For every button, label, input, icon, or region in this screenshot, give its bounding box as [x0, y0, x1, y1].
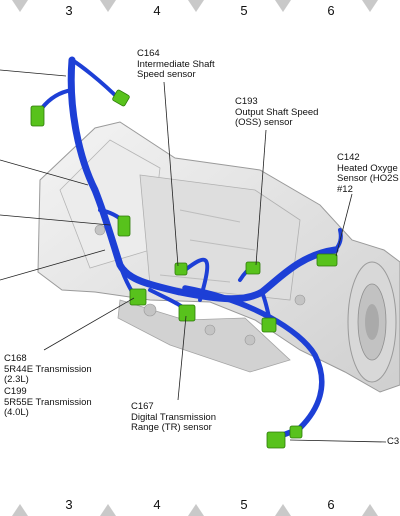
grid-markers-bottom: [12, 504, 378, 516]
grid-col-4-bottom: 4: [153, 497, 161, 512]
connector-c167: [178, 304, 196, 322]
callout-c193-line1: Output Shaft Speed: [235, 106, 319, 118]
callout-c3: C3: [387, 436, 400, 448]
connector-mid-left: [117, 215, 131, 237]
callout-c167-line1: Digital Transmission: [131, 411, 216, 423]
grid-col-6-bottom: 6: [327, 497, 335, 512]
callout-c193-line2: (OSS) sensor: [235, 117, 293, 128]
callout-c199-line1: 5R55E Transmission: [4, 396, 92, 408]
callout-c3-code: C3: [387, 436, 400, 447]
connector-c168-c199: [129, 288, 147, 306]
callout-c199-line2: (4.0L): [4, 407, 29, 418]
callout-c142: C142 Heated Oxyge Sensor (HO2S #12: [337, 152, 399, 195]
grid-col-6: 6: [327, 3, 335, 18]
grid-band-top: 3 4 5 6: [0, 0, 400, 22]
connector-upper-right: [112, 89, 130, 107]
leader-lines: [0, 69, 387, 443]
connector-upper-left: [30, 105, 45, 127]
connector-c193: [245, 261, 261, 275]
callout-c193-code: C193: [235, 96, 258, 107]
grid-markers-top: [12, 0, 378, 12]
callout-c164-code: C164: [137, 48, 160, 59]
callout-c167: C167 Digital Transmission Range (TR) sen…: [131, 401, 216, 434]
callout-c164-line2: Speed sensor: [137, 69, 196, 80]
callout-c142-line3: #12: [337, 183, 353, 195]
callout-c193: C193 Output Shaft Speed (OSS) sensor: [235, 96, 319, 129]
grid-col-3: 3: [65, 3, 73, 18]
callout-c164-line1: Intermediate Shaft: [137, 58, 215, 70]
connector-c3: [266, 431, 286, 449]
connectors: [30, 89, 338, 449]
callout-c167-code: C167: [131, 401, 154, 412]
grid-col-5: 5: [240, 3, 248, 18]
callout-c199: C199 5R55E Transmission (4.0L): [4, 386, 92, 419]
connector-c164: [174, 262, 188, 276]
callout-c168-line1: 5R44E Transmission: [4, 363, 92, 375]
connector-c142: [316, 253, 338, 267]
callout-c142-code: C142: [337, 152, 360, 163]
callout-c142-line1: Heated Oxyge: [337, 162, 398, 174]
connector-rear: [261, 317, 277, 333]
callout-c164: C164 Intermediate Shaft Speed sensor: [137, 48, 215, 81]
callout-c199-code: C199: [4, 386, 27, 397]
callout-c168: C168 5R44E Transmission (2.3L): [4, 353, 92, 386]
grid-col-5-bottom: 5: [240, 497, 248, 512]
connector-c3-tail: [289, 425, 303, 439]
callout-c168-code: C168: [4, 353, 27, 364]
callout-c167-line2: Range (TR) sensor: [131, 422, 212, 433]
grid-col-3-bottom: 3: [65, 497, 73, 512]
callout-c142-line2: Sensor (HO2S: [337, 173, 399, 184]
grid-band-bottom: 3 4 5 6: [0, 494, 400, 516]
grid-col-4: 4: [153, 3, 161, 18]
callout-c168-line2: (2.3L): [4, 374, 29, 385]
